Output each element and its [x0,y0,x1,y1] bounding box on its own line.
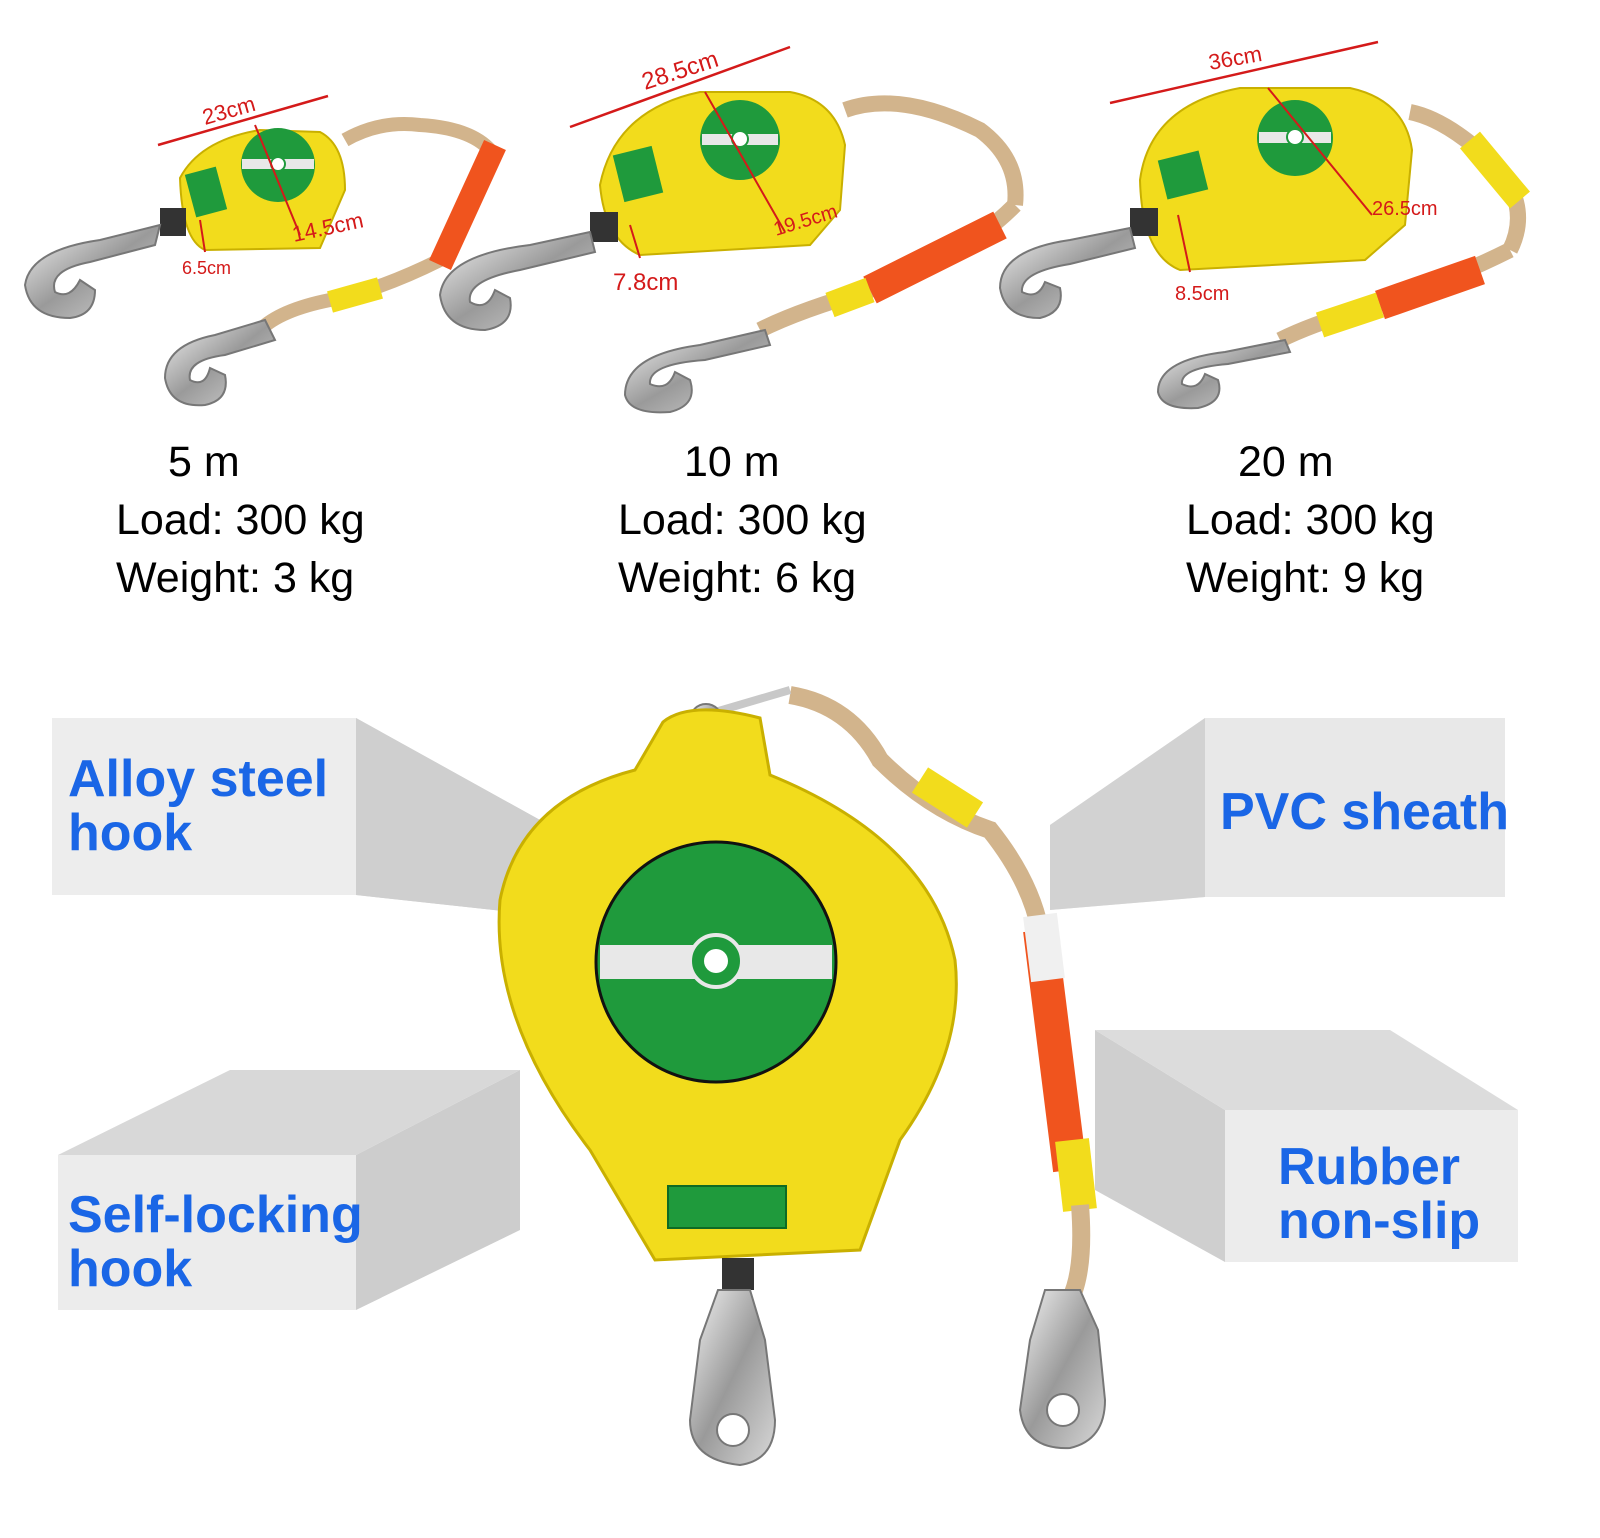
feature-pvc-sheath: PVC sheath [1220,785,1509,839]
feature-line: hook [68,1240,193,1298]
dim-depth-5m: 6.5cm [182,258,231,278]
spec-load: Load: 300 kg [116,496,365,544]
spec-length: 5 m [168,438,240,486]
spec-length: 20 m [1238,438,1334,486]
spec-load: Load: 300 kg [618,496,867,544]
feature-line: Self-locking [68,1186,363,1244]
dim-line-side-20m [1267,87,1373,216]
spec-10m: 10 m Load: 300 kg Weight: 6 kg [618,433,867,607]
feature-self-locking-hook: Self-locking hook [68,1188,363,1296]
spec-weight: Weight: 6 kg [618,554,857,602]
dim-line-top-10m [569,45,791,129]
product-10m-illustration [438,91,1024,414]
feature-alloy-steel-hook: Alloy steel hook [68,752,328,860]
spec-5m: 5 m Load: 300 kg Weight: 3 kg [116,433,365,607]
dim-line-depth-5m [199,219,206,253]
dim-line-top-5m [157,94,329,147]
feature-line: Rubber [1278,1138,1460,1196]
main-device-illustration [497,686,1107,1467]
product-20m-illustration [998,87,1530,410]
dim-line-top-20m [1109,40,1379,105]
feature-line: Alloy steel [68,750,329,808]
feature-rubber-non-slip: Rubber non-slip [1278,1140,1480,1248]
dim-line-depth-20m [1177,214,1191,273]
feature-line: PVC sheath [1220,783,1509,841]
dim-depth-10m: 7.8cm [613,269,678,296]
spec-load: Load: 300 kg [1186,496,1435,544]
dim-depth-20m: 8.5cm [1175,283,1229,305]
dim-line-side-5m [254,124,301,236]
dim-line-side-10m [704,91,786,233]
feature-line: hook [68,804,193,862]
feature-line: non-slip [1278,1192,1481,1250]
spec-20m: 20 m Load: 300 kg Weight: 9 kg [1186,433,1435,607]
spec-length: 10 m [684,438,780,486]
dim-side-20m: 26.5cm [1372,198,1438,220]
spec-weight: Weight: 9 kg [1186,554,1425,602]
spec-weight: Weight: 3 kg [116,554,355,602]
product-5m-illustration [23,117,506,407]
callout-boxes [52,718,1518,1310]
dim-line-depth-10m [629,224,641,259]
